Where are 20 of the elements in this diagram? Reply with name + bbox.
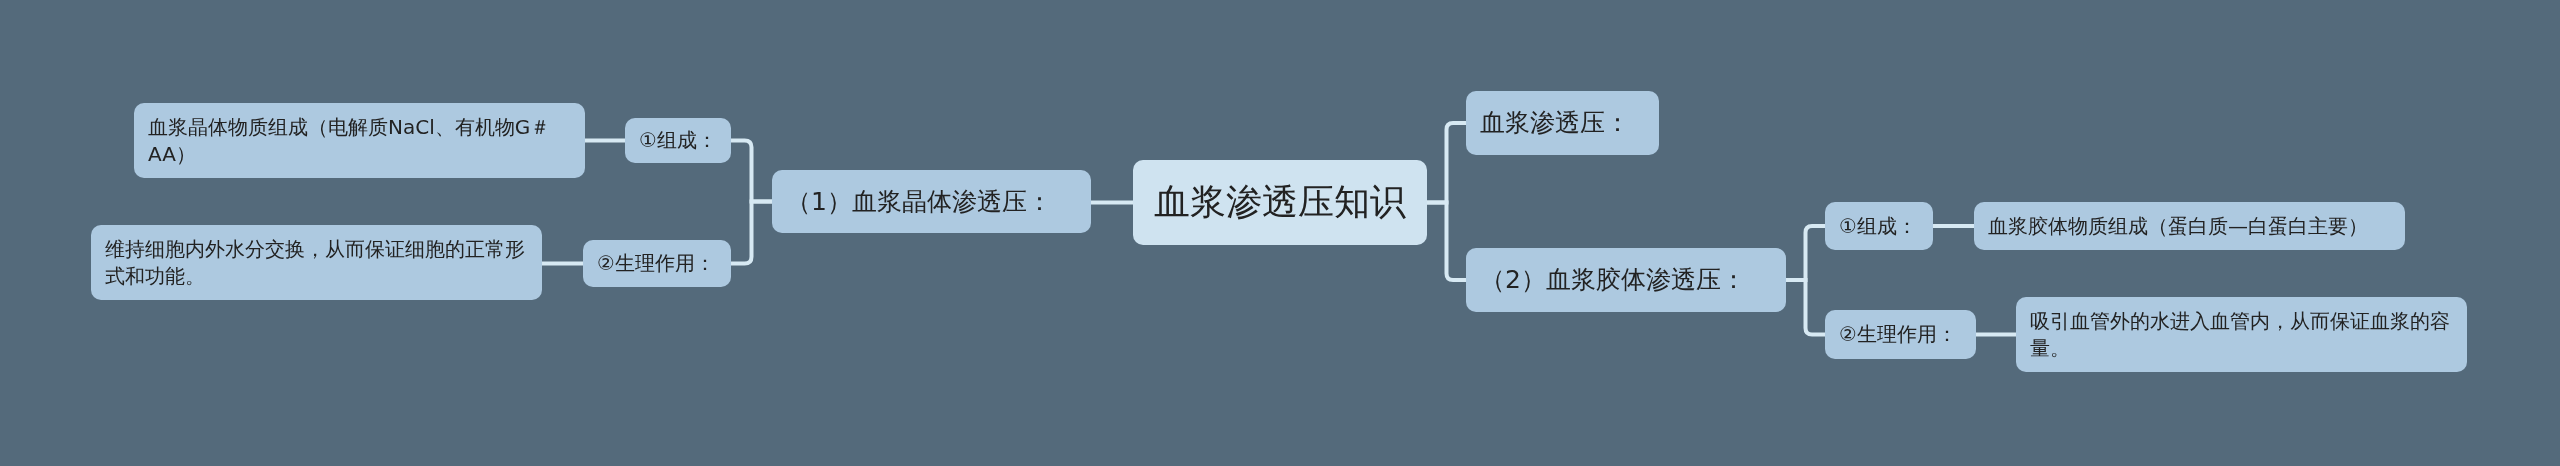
topic-box: （2）血浆胶体渗透压： xyxy=(1466,248,1786,312)
root-topic-box: 血浆渗透压知识 xyxy=(1133,160,1427,245)
connector-line xyxy=(1786,278,1825,337)
connector-line xyxy=(1976,332,2016,337)
connector-line xyxy=(1933,224,1974,228)
connector-line xyxy=(1427,200,1466,282)
subtopic-box: 血浆胶体物质组成（蛋白质—白蛋白主要） xyxy=(1974,202,2405,250)
topic-box: 血浆渗透压： xyxy=(1466,91,1659,155)
connector-line xyxy=(731,199,772,266)
subtopic-box: 吸引血管外的水进入血管内，从而保证血浆的容量。 xyxy=(2016,297,2467,372)
connector-line xyxy=(585,138,625,143)
subtopic-box: 维持细胞内外水分交换，从而保证细胞的正常形式和功能。 xyxy=(91,225,542,300)
subtopic-box: ②生理作用： xyxy=(1825,310,1976,359)
topic-box: （1）血浆晶体渗透压： xyxy=(772,170,1091,233)
subtopic-box: 血浆晶体物质组成（电解质NaCl、有机物G＃AA） xyxy=(134,103,585,178)
subtopic-box: ①组成： xyxy=(625,118,731,163)
connector-line xyxy=(1091,200,1133,205)
subtopic-box: ①组成： xyxy=(1825,202,1933,250)
connector-line xyxy=(542,261,583,266)
subtopic-box: ②生理作用： xyxy=(583,240,731,287)
